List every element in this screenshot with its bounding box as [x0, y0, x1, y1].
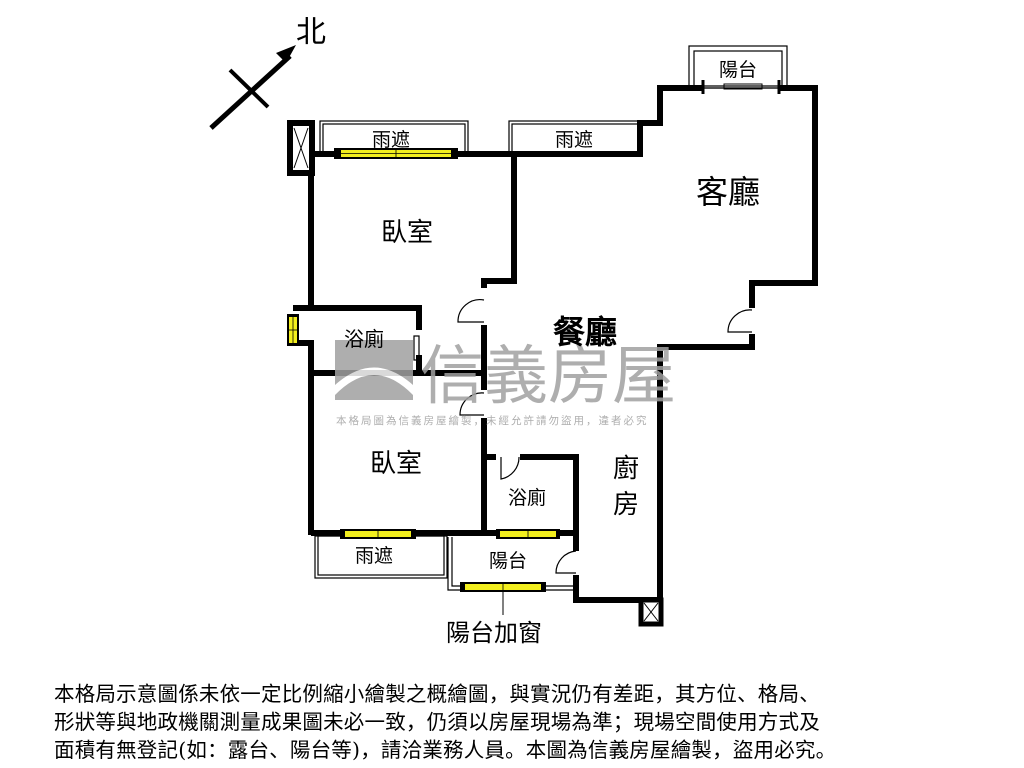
windows	[287, 148, 560, 592]
door-icon	[457, 299, 485, 323]
room-kitchen-line2: 房	[613, 490, 639, 520]
balcony-sliding-door	[701, 80, 781, 94]
disclaimer-line: 形狀等與地政機關測量成果圖未必一致，仍須以房屋現場為準；現場空間使用方式及	[54, 710, 820, 734]
door-icon	[555, 550, 577, 574]
label-rain-shelter: 雨遮	[555, 129, 593, 151]
window	[340, 529, 416, 539]
duct-icon	[638, 597, 664, 627]
window	[496, 529, 560, 539]
label-rain-shelter: 雨遮	[372, 129, 410, 151]
disclaimer: 本格局示意圖係未依一定比例縮小繪製之概繪圖，與實況仍有差距，其方位、格局、 形狀…	[54, 680, 1014, 764]
sliding-door-icon	[413, 335, 420, 361]
room-dining-room: 餐廳	[553, 313, 617, 351]
room-bedroom-2: 臥室	[370, 449, 422, 479]
duct-icon	[287, 120, 315, 176]
room-kitchen-line1: 廚	[613, 454, 639, 484]
window	[287, 314, 299, 346]
window	[460, 582, 546, 592]
watermark: 信義房屋 本格局圖為信義房屋繪製，未經允許請勿盜用，違者必究	[335, 340, 676, 427]
label-balcony-window: 陽台加窗	[446, 619, 542, 647]
room-living-room: 客廳	[696, 173, 760, 211]
watermark-brand: 信義房屋	[420, 340, 676, 414]
door-icon	[500, 456, 520, 480]
north-arrow-icon	[209, 45, 296, 130]
disclaimer-line: 面積有無登記(如：露台、陽台等)，請洽業務人員。本圖為信義房屋繪製，盜用必究。	[54, 738, 837, 762]
compass-label: 北	[296, 15, 326, 50]
label-balcony: 陽台	[719, 59, 757, 81]
label-rain-shelter: 雨遮	[355, 545, 393, 567]
door-icon	[727, 309, 753, 333]
doors	[413, 299, 753, 574]
door-icon	[459, 392, 485, 416]
outdoor-outlines	[314, 45, 788, 591]
window	[334, 148, 458, 159]
label-balcony: 陽台	[489, 550, 527, 572]
disclaimer-line: 本格局示意圖係未依一定比例縮小繪製之概繪圖，與實況仍有差距，其方位、格局、	[54, 682, 820, 706]
room-bathroom-2: 浴廁	[508, 486, 546, 509]
watermark-notice: 本格局圖為信義房屋繪製，未經允許請勿盜用，違者必究	[336, 414, 649, 427]
room-bedroom-1: 臥室	[381, 218, 433, 248]
room-bathroom-1: 浴廁	[344, 327, 384, 351]
